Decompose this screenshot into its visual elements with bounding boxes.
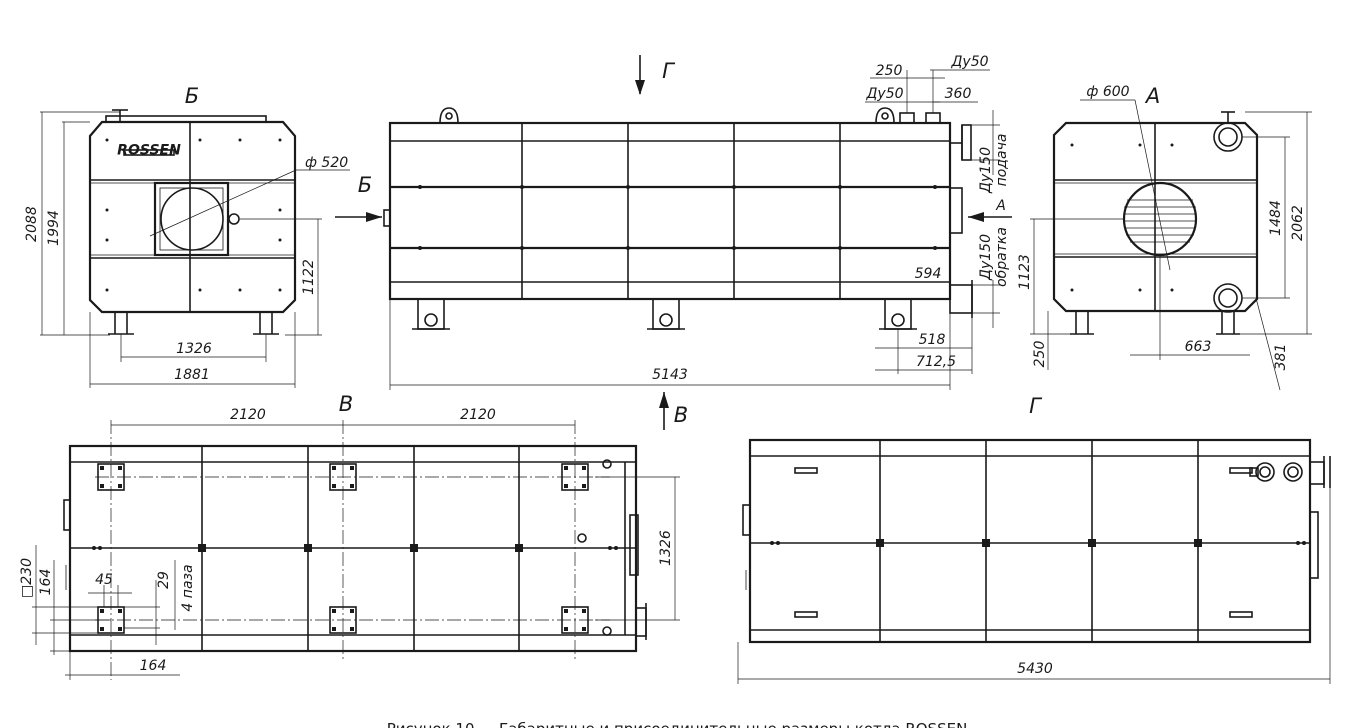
dim-du150-return: Ду150 — [978, 234, 994, 281]
brand-label: ROSSEN — [117, 143, 181, 159]
dim-1326-side: 1326 — [176, 341, 212, 357]
dim-230: □230 — [19, 558, 35, 598]
dim-594: 594 — [915, 266, 942, 282]
dim-5143: 5143 — [652, 367, 688, 383]
view-label-g-arrow: Г — [662, 59, 676, 83]
return-label: обратка — [994, 227, 1010, 287]
view-label-v-arrow: В — [674, 403, 688, 427]
dim-164-h: 164 — [140, 658, 167, 674]
view-label-a-arrow: А — [995, 198, 1006, 214]
view-label-v: В — [339, 392, 353, 416]
front-view: Г Б А В 250 Ду50 Ду50 360 Ду150 подача Д… — [335, 54, 1012, 430]
dim-phi600: ф 600 — [1086, 84, 1129, 100]
dim-164-v: 164 — [38, 569, 54, 596]
dim-2088: 2088 — [24, 206, 40, 242]
dim-1994: 1994 — [46, 210, 62, 246]
dim-1122-side: 1122 — [301, 259, 317, 295]
dim-1484: 1484 — [1268, 200, 1284, 236]
dim-1881: 1881 — [174, 367, 210, 383]
bottom-view-v: 2120 2120 В 1326 □230 164 45 29 4 паза 1… — [19, 392, 680, 680]
side-view-b: ROSSEN 2088 1994 1122 ф 520 1326 — [24, 84, 350, 388]
dim-phi520: ф 520 — [305, 155, 348, 171]
dim-45: 45 — [95, 572, 113, 588]
side-view-a: ф 600 А 1484 2062 381 1123 250 663 — [1017, 84, 1312, 391]
dim-du150-supply: Ду150 — [978, 147, 994, 194]
dim-2120-right: 2120 — [460, 407, 496, 423]
dim-29: 29 — [156, 571, 172, 589]
dim-518: 518 — [919, 332, 946, 348]
dim-2062: 2062 — [1290, 205, 1306, 241]
dim-2120-left: 2120 — [230, 407, 266, 423]
dim-du50-top: Ду50 — [950, 54, 988, 70]
figure-caption: Рисунок 10 — Габаритные и присоединитель… — [387, 720, 968, 728]
dim-663: 663 — [1185, 339, 1212, 355]
dim-712-5: 712,5 — [916, 354, 956, 370]
view-label-a: А — [1144, 84, 1160, 108]
top-view-g: 5430 Г — [737, 394, 1331, 684]
view-label-b-arrow: Б — [358, 173, 372, 197]
dim-1326-bottom: 1326 — [658, 530, 674, 566]
dim-250-top: 250 — [876, 63, 903, 79]
dim-1123: 1123 — [1017, 254, 1033, 290]
dim-360: 360 — [945, 86, 972, 102]
slots-label: 4 паза — [180, 564, 196, 611]
dim-5430: 5430 — [1017, 661, 1053, 677]
view-label-b: Б — [185, 84, 199, 108]
dim-250-right: 250 — [1032, 341, 1048, 368]
supply-label: подача — [994, 134, 1010, 187]
view-label-g: Г — [1029, 394, 1043, 418]
dim-381: 381 — [1273, 344, 1289, 371]
dim-du50-left: Ду50 — [865, 86, 903, 102]
